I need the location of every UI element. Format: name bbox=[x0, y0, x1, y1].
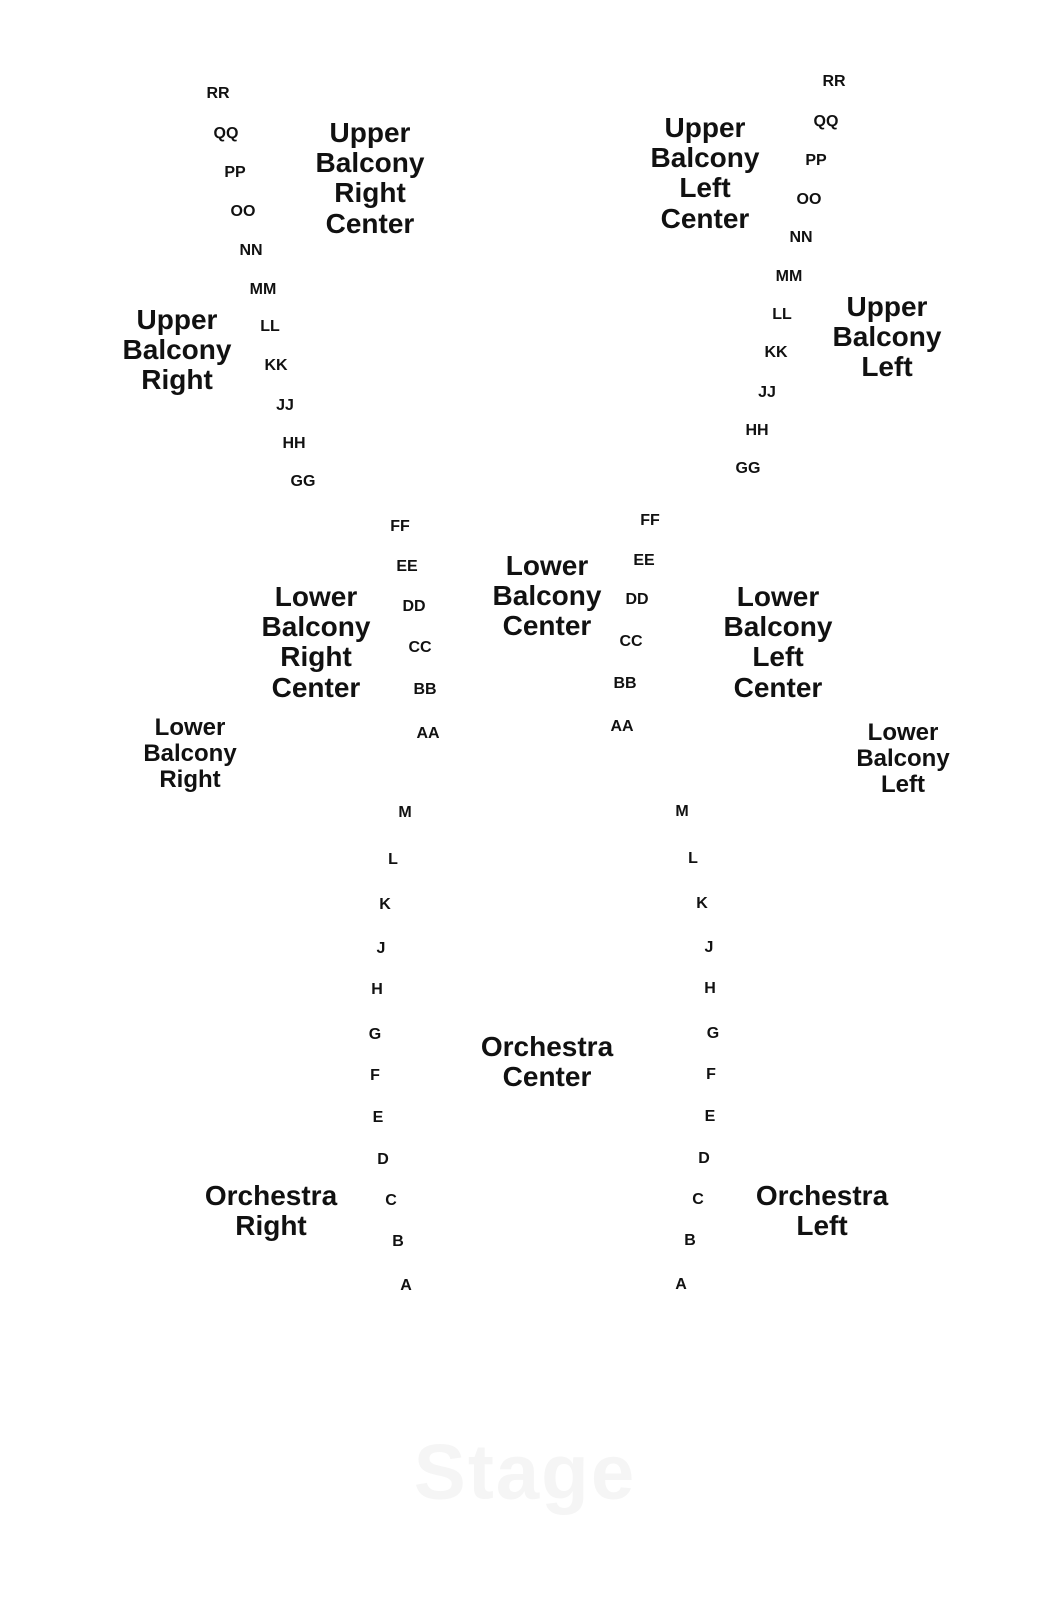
row-label: JJ bbox=[276, 397, 294, 414]
row-label: E bbox=[704, 1108, 716, 1125]
row-label: EE bbox=[633, 552, 655, 569]
row-label: G bbox=[706, 1025, 720, 1042]
row-label: MM bbox=[775, 268, 803, 285]
row-label: F bbox=[706, 1066, 716, 1083]
row-label: M bbox=[675, 803, 689, 820]
section-lower-balcony-center[interactable]: Lower Balcony Center bbox=[492, 550, 602, 642]
row-label: B bbox=[392, 1233, 404, 1250]
row-label: BB bbox=[413, 681, 437, 698]
row-label: JJ bbox=[758, 384, 776, 401]
row-label: KK bbox=[264, 357, 288, 374]
row-label: DD bbox=[625, 591, 649, 608]
row-label: OO bbox=[230, 203, 256, 220]
section-upper-balcony-left[interactable]: Upper Balcony Left bbox=[832, 291, 942, 383]
row-label: BB bbox=[613, 675, 637, 692]
row-label: PP bbox=[224, 164, 246, 181]
section-orchestra-left[interactable]: Orchestra Left bbox=[755, 1180, 889, 1242]
row-label: HH bbox=[745, 422, 769, 439]
row-label: E bbox=[372, 1109, 384, 1126]
row-label: GG bbox=[290, 473, 316, 490]
row-label: GG bbox=[735, 460, 761, 477]
row-label: RR bbox=[206, 85, 230, 102]
row-label: C bbox=[385, 1192, 397, 1209]
row-label: J bbox=[704, 939, 714, 956]
row-label: AA bbox=[610, 718, 634, 735]
row-label: C bbox=[692, 1191, 704, 1208]
row-label: H bbox=[704, 980, 716, 997]
row-label: D bbox=[698, 1150, 710, 1167]
row-label: NN bbox=[239, 242, 263, 259]
row-label: QQ bbox=[213, 125, 239, 142]
row-label: OO bbox=[796, 191, 822, 208]
row-label: M bbox=[398, 804, 412, 821]
stage-label: Stage bbox=[413, 1427, 637, 1516]
section-orchestra-right[interactable]: Orchestra Right bbox=[204, 1180, 338, 1242]
row-label: PP bbox=[805, 152, 827, 169]
section-upper-balcony-right-center[interactable]: Upper Balcony Right Center bbox=[315, 117, 425, 239]
row-label: K bbox=[379, 896, 391, 913]
section-lower-balcony-left-center[interactable]: Lower Balcony Left Center bbox=[723, 581, 833, 703]
row-label: A bbox=[675, 1276, 687, 1293]
row-label: G bbox=[368, 1026, 382, 1043]
row-label: L bbox=[388, 851, 398, 868]
row-label: MM bbox=[249, 281, 277, 298]
row-label: A bbox=[400, 1277, 412, 1294]
section-orchestra-center[interactable]: Orchestra Center bbox=[480, 1031, 614, 1093]
row-label: AA bbox=[416, 725, 440, 742]
row-label: K bbox=[696, 895, 708, 912]
row-label: L bbox=[688, 850, 698, 867]
section-lower-balcony-right-center[interactable]: Lower Balcony Right Center bbox=[261, 581, 371, 703]
row-label: FF bbox=[390, 518, 410, 535]
row-label: D bbox=[377, 1151, 389, 1168]
section-lower-balcony-left[interactable]: Lower Balcony Left bbox=[856, 719, 950, 798]
section-lower-balcony-right[interactable]: Lower Balcony Right bbox=[143, 714, 237, 793]
row-label: F bbox=[370, 1067, 380, 1084]
row-label: CC bbox=[619, 633, 643, 650]
row-label: CC bbox=[408, 639, 432, 656]
row-label: LL bbox=[260, 318, 280, 335]
row-label: EE bbox=[396, 558, 418, 575]
row-label: DD bbox=[402, 598, 426, 615]
row-label: NN bbox=[789, 229, 813, 246]
row-label: HH bbox=[282, 435, 306, 452]
row-label: FF bbox=[640, 512, 660, 529]
row-label: QQ bbox=[813, 113, 839, 130]
row-label: H bbox=[371, 981, 383, 998]
section-upper-balcony-left-center[interactable]: Upper Balcony Left Center bbox=[650, 112, 760, 234]
row-label: RR bbox=[822, 73, 846, 90]
row-label: J bbox=[376, 940, 386, 957]
row-label: KK bbox=[764, 344, 788, 361]
row-label: B bbox=[684, 1232, 696, 1249]
row-label: LL bbox=[772, 306, 792, 323]
section-upper-balcony-right[interactable]: Upper Balcony Right bbox=[122, 304, 232, 396]
